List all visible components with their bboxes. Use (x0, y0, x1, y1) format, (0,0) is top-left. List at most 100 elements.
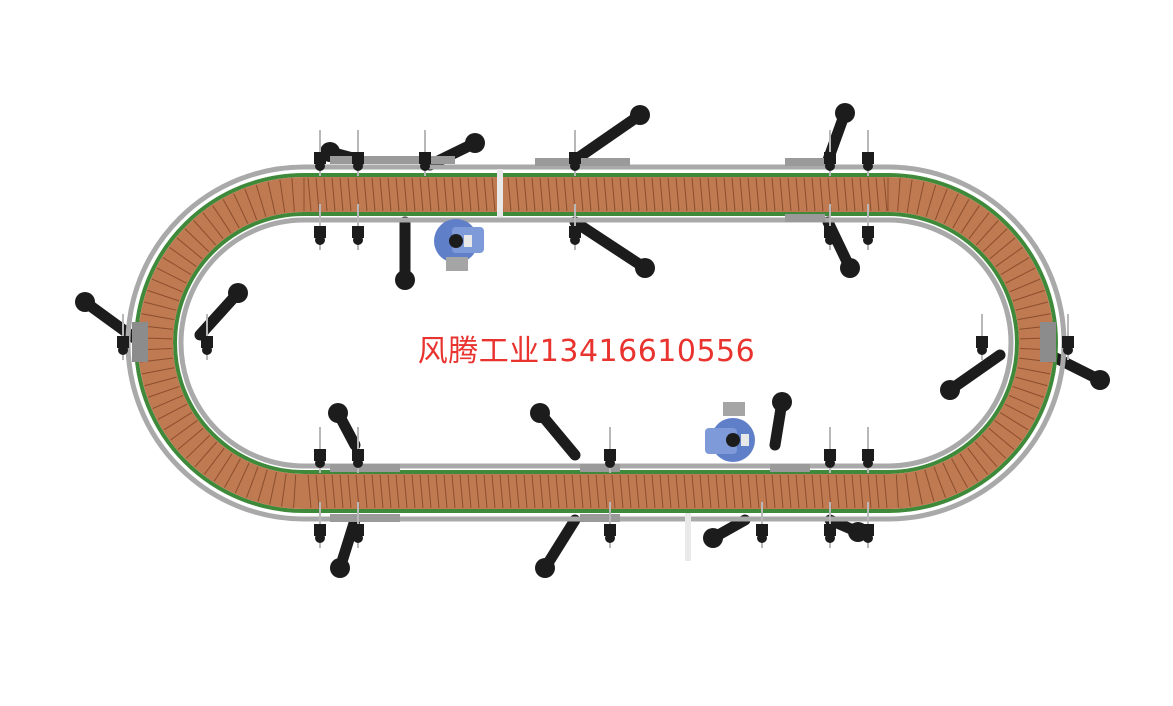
chain-link (169, 247, 197, 267)
bracket-plate (785, 214, 825, 222)
bracket-plate (330, 514, 400, 522)
chain-link (851, 177, 856, 212)
support-legs (75, 103, 1110, 578)
outer-guide-rail (134, 173, 1058, 513)
chain-link (176, 237, 203, 260)
chain-link (943, 193, 959, 224)
bracket-clamp (352, 152, 364, 164)
bracket-plate (580, 464, 620, 472)
chain-link (723, 177, 728, 212)
chain-link (611, 177, 616, 212)
chain-link (323, 474, 328, 509)
chain-link (975, 220, 999, 246)
chain-link (819, 474, 824, 509)
chain-link (467, 474, 472, 509)
chain-link (467, 177, 472, 212)
chain-link (339, 177, 344, 212)
chain-link (331, 474, 336, 509)
chain-link (395, 177, 400, 212)
chain-link (323, 177, 328, 212)
chain-link (723, 474, 728, 509)
chain-link (707, 474, 712, 509)
bracket-clamp (314, 226, 326, 238)
chain-link (835, 474, 840, 509)
chain-link (571, 474, 576, 509)
chain-link (555, 474, 560, 509)
chain-link (851, 474, 856, 509)
chain-link (152, 394, 184, 409)
rail-joint (497, 169, 503, 217)
chain-link (475, 177, 480, 212)
chain-link (675, 474, 680, 509)
bracket-knob (353, 458, 363, 468)
chain-link (1004, 403, 1035, 420)
chain-link (435, 177, 440, 212)
bracket-knob (825, 533, 835, 543)
chain-link (771, 474, 776, 509)
chain-link (867, 474, 872, 509)
motor-label (741, 434, 749, 446)
chain-link (883, 177, 888, 212)
chain-link (523, 177, 528, 212)
bracket-knob (863, 458, 873, 468)
chain-link (1000, 257, 1030, 276)
chain-link (563, 474, 568, 509)
leg-foot (535, 558, 555, 578)
chain-link (779, 474, 784, 509)
bracket-knob (977, 345, 987, 355)
chain-link (934, 188, 948, 220)
chain-link (942, 462, 958, 494)
chain-link (595, 474, 600, 509)
chain-link (587, 474, 592, 509)
end-bracket (132, 322, 148, 362)
chain-link (539, 177, 544, 212)
chain-link (587, 177, 592, 212)
chain-link (443, 177, 448, 212)
chain-link (257, 469, 268, 502)
chain-link (683, 177, 688, 212)
chain-link (959, 453, 979, 482)
chain-link (255, 184, 267, 217)
bracket-clamp (756, 524, 768, 536)
leg-foot (75, 292, 95, 312)
conveyor-chain (138, 169, 1054, 561)
chain-link (184, 228, 210, 252)
chain-link (515, 474, 520, 509)
chain-link (1015, 376, 1048, 387)
chain-link (803, 177, 808, 212)
chain-link (787, 474, 792, 509)
bracket-knob (420, 161, 430, 171)
bracket-clamp (352, 524, 364, 536)
bracket-clamp (314, 449, 326, 461)
bracket-knob (315, 458, 325, 468)
chain-link (651, 177, 656, 212)
drive-motors (434, 219, 755, 462)
chain-link (483, 177, 488, 212)
chain-link (867, 177, 872, 212)
chain-link (371, 474, 376, 509)
chain-link (234, 462, 250, 494)
chain-link (170, 420, 198, 441)
chain-link (293, 474, 297, 508)
bracket-clamp (117, 336, 129, 348)
chain-link (177, 427, 204, 450)
chain-link (731, 474, 736, 509)
chain-link (1012, 385, 1044, 398)
chain-link (795, 177, 800, 212)
chain-link (507, 177, 512, 212)
chain-link (315, 177, 320, 212)
chain-link (771, 177, 776, 212)
chain-link (779, 177, 784, 212)
chain-link (739, 474, 744, 509)
chain-link (974, 441, 998, 468)
chain-link (475, 474, 480, 509)
bracket-clamp (862, 152, 874, 164)
chain-link (643, 177, 648, 212)
leg-foot (635, 258, 655, 278)
chain-link (635, 474, 640, 509)
chain-link (363, 177, 368, 212)
chain-link (933, 466, 946, 498)
chain-link (859, 474, 864, 509)
bracket-plate (785, 158, 825, 166)
bracket-clamp (862, 226, 874, 238)
